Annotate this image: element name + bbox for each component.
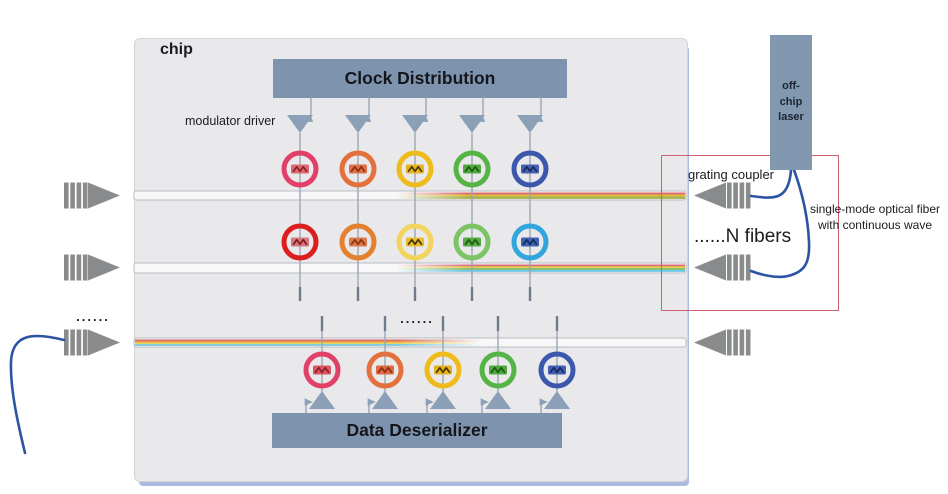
clock-distribution-box: Clock Distribution bbox=[273, 59, 567, 98]
ellipsis-middle: ...... bbox=[400, 311, 434, 326]
receiver-amplifier-icon bbox=[539, 391, 570, 413]
modulator-driver-label: modulator driver bbox=[185, 114, 276, 128]
receiver-amplifier-icon bbox=[367, 391, 398, 413]
generated-diagram-elements bbox=[9, 97, 811, 455]
ring-modulator bbox=[538, 351, 576, 389]
waveguide-rainbow bbox=[135, 339, 685, 346]
ring-modulator bbox=[479, 351, 517, 389]
n-fibers-label: ......N fibers bbox=[694, 226, 792, 247]
modulator-driver-icon bbox=[345, 97, 372, 133]
optical-fiber-curve bbox=[749, 168, 811, 279]
ring-modulator bbox=[511, 150, 549, 188]
receiver-amplifier-icon bbox=[480, 391, 511, 413]
grating-coupler-icon bbox=[64, 182, 120, 209]
ellipsis-left: ...... bbox=[76, 309, 110, 324]
optical-fibers bbox=[9, 168, 811, 455]
waveguide bbox=[133, 337, 687, 348]
ring-modulator bbox=[453, 150, 491, 188]
optical-fiber-curve bbox=[749, 168, 793, 199]
waveguide bbox=[133, 262, 687, 274]
modulator-driver-icon bbox=[287, 97, 314, 133]
ring-modulator bbox=[281, 150, 319, 188]
ring-modulator bbox=[366, 351, 404, 389]
single-mode-fiber-note: single-mode optical fiber with continuou… bbox=[809, 202, 941, 232]
modulator-driver-icon bbox=[517, 97, 544, 133]
data-deserializer-box: Data Deserializer bbox=[272, 413, 562, 448]
ring-modulator bbox=[303, 351, 341, 389]
grating-coupler-icon bbox=[694, 254, 751, 281]
grating-coupler-icon bbox=[64, 329, 120, 356]
modulator-driver-icon bbox=[459, 97, 486, 133]
grating-coupler-icon bbox=[694, 182, 751, 209]
off-chip-laser-box: off- chip laser bbox=[770, 35, 812, 170]
waveguide-rainbow bbox=[135, 192, 685, 199]
modulator-driver-icon bbox=[402, 97, 429, 133]
ring-modulator bbox=[424, 351, 462, 389]
ring-modulator bbox=[339, 150, 377, 188]
waveguide bbox=[133, 190, 687, 201]
optical-fiber-curve bbox=[9, 334, 66, 455]
grating-coupler-icon bbox=[694, 329, 751, 356]
grating-coupler-icon bbox=[64, 254, 120, 281]
chip-label: chip bbox=[160, 41, 193, 58]
grating-coupler-label: grating coupler bbox=[688, 167, 774, 182]
ring-modulator bbox=[511, 223, 549, 261]
receiver-amplifier-icon bbox=[304, 391, 335, 413]
ring-modulator bbox=[339, 223, 377, 261]
waveguide-rainbow bbox=[135, 264, 685, 272]
ring-modulator bbox=[453, 223, 491, 261]
fiber-interface-highlight-box bbox=[661, 155, 839, 311]
ring-modulator bbox=[396, 150, 434, 188]
receiver-amplifier-icon bbox=[425, 391, 456, 413]
ring-modulator bbox=[396, 223, 434, 261]
ring-modulator bbox=[281, 223, 319, 261]
